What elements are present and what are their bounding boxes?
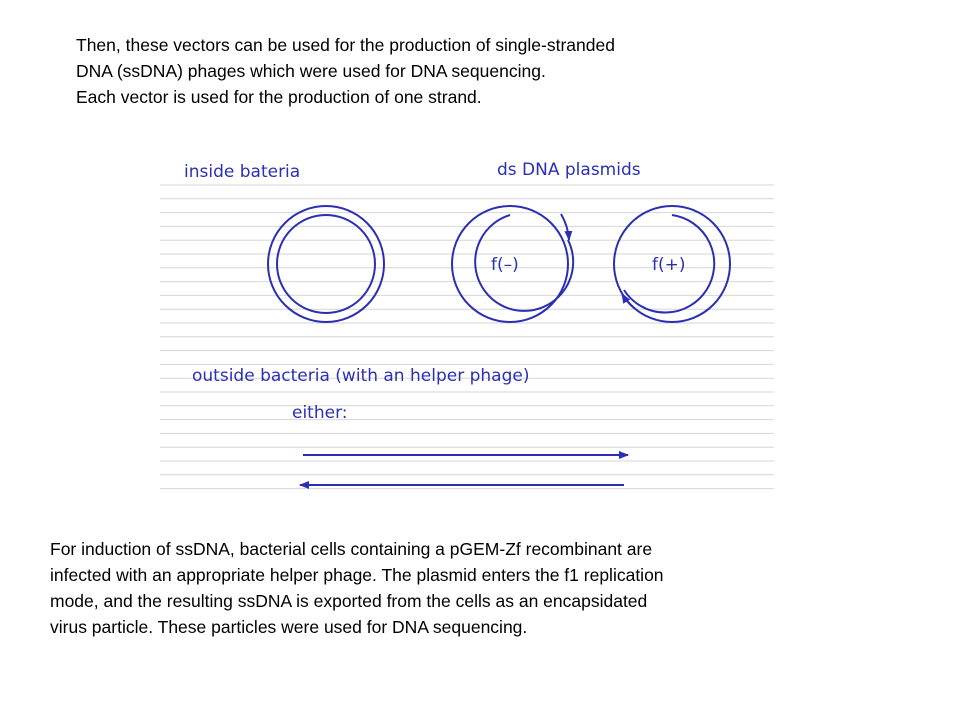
clockwise-arrow-icon xyxy=(560,213,573,241)
description-line: For induction of ssDNA, bacterial cells … xyxy=(50,539,653,559)
plasmid-label-f-plus: f(+) xyxy=(652,255,686,275)
clockwise-arrow-icon xyxy=(621,293,635,309)
intro-line: Then, these vectors can be used for the … xyxy=(76,35,615,55)
description-line: mode, and the resulting ssDNA is exporte… xyxy=(50,591,648,611)
either-label: either: xyxy=(292,403,348,423)
plasmid-label-f-minus: f(–) xyxy=(491,255,519,275)
intro-line: Each vector is used for the production o… xyxy=(76,87,482,107)
plasmid-circle-f-plus: f(+) xyxy=(613,205,731,323)
description-text: For induction of ssDNA, bacterial cells … xyxy=(50,536,930,640)
ruled-lines xyxy=(160,184,774,490)
intro-text: Then, these vectors can be used for the … xyxy=(76,32,916,110)
intro-line: DNA (ssDNA) phages which were used for D… xyxy=(76,61,546,81)
strand-arc xyxy=(474,214,575,312)
description-line: virus particle. These particles were use… xyxy=(50,617,528,637)
description-line: infected with an appropriate helper phag… xyxy=(50,565,664,585)
inside-bacteria-label: inside bateria xyxy=(184,162,300,182)
strand-arc xyxy=(623,214,716,314)
plasmid-circle xyxy=(267,205,385,323)
outside-bacteria-label: outside bacteria (with an helper phage) xyxy=(192,366,529,386)
plasmid-circle-f-minus: f(–) xyxy=(451,205,575,323)
ds-dna-plasmids-label: ds DNA plasmids xyxy=(497,160,641,180)
